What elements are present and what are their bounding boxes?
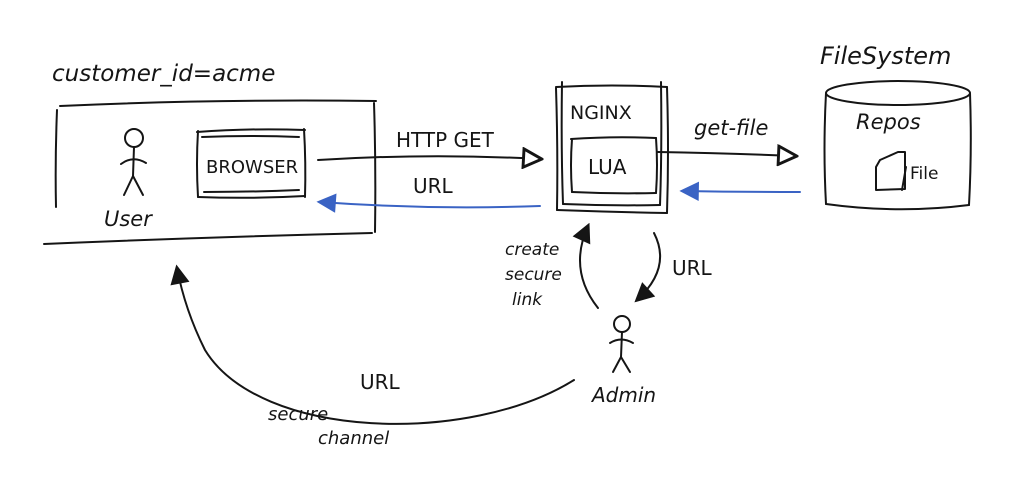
browser-box — [196, 128, 307, 199]
file-label: File — [910, 164, 938, 184]
url-secure-channel-label: URL — [360, 370, 401, 394]
user-figure-icon — [120, 128, 147, 196]
secure-channel-label: secure channel — [268, 404, 389, 449]
get-file-arrow — [657, 152, 795, 156]
browser-label: BROWSER — [206, 157, 298, 178]
get-file-label: get-file — [694, 116, 768, 140]
lua-label: LUA — [588, 155, 627, 179]
repos-label: Repos — [856, 110, 921, 134]
http-get-arrow — [317, 156, 540, 160]
link-word: link — [512, 290, 543, 310]
customer-label: customer_id=acme — [52, 61, 275, 87]
url-to-admin-arrow — [637, 232, 662, 300]
file-icon — [875, 151, 907, 191]
nginx-box — [555, 81, 669, 214]
create-secure-link-arrow — [580, 226, 599, 309]
url-to-browser-arrow — [320, 202, 541, 207]
http-get-label: HTTP GET — [396, 128, 495, 152]
create-word: create — [505, 240, 559, 260]
customer-box — [43, 99, 377, 245]
user-label: User — [104, 207, 153, 231]
secure-channel-word-1: secure — [268, 404, 328, 425]
url-to-admin-label: URL — [672, 256, 713, 280]
file-response-arrow — [683, 191, 801, 192]
repos-cylinder-icon — [823, 80, 972, 211]
nginx-label: NGINX — [570, 102, 632, 124]
filesystem-label: FileSystem — [820, 42, 951, 70]
create-secure-link-label: create secure link — [505, 240, 567, 310]
secure-channel-word-2: channel — [318, 428, 389, 449]
secure-channel-arrow — [177, 268, 575, 425]
admin-figure-icon — [609, 315, 634, 373]
secure-word: secure — [505, 265, 562, 285]
url-to-browser-label: URL — [413, 174, 454, 198]
lua-box — [570, 136, 658, 195]
admin-label: Admin — [590, 383, 656, 407]
